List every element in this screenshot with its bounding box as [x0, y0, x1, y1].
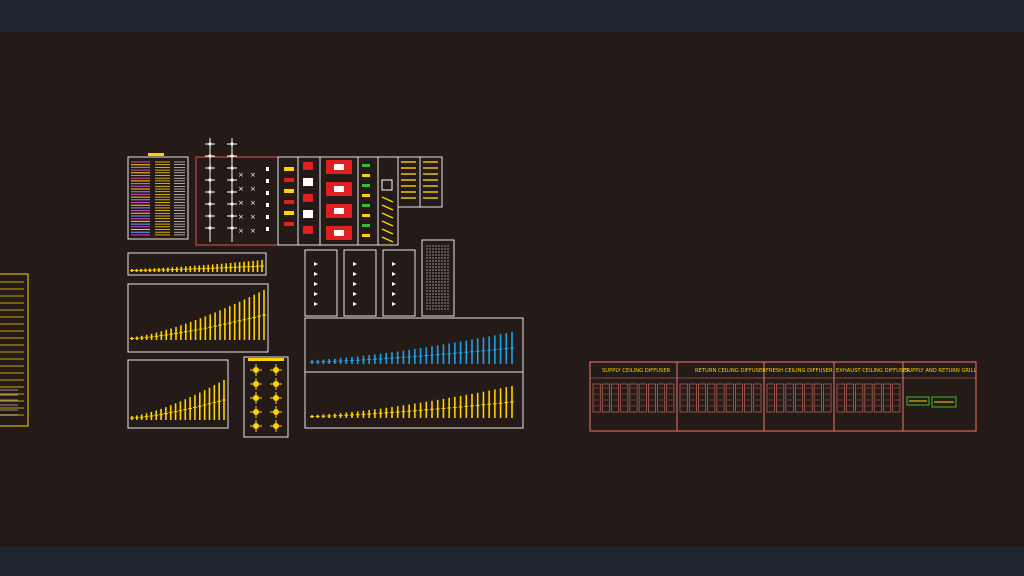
- svg-text:×: ×: [238, 213, 244, 221]
- svg-text:×: ×: [238, 171, 244, 179]
- small-detail-boxes: [304, 239, 455, 317]
- schedule-header-fresh: FRESH CEILING DIFFUSER: [766, 368, 833, 374]
- model-space-background: [0, 32, 1024, 547]
- svg-text:×: ×: [250, 227, 256, 235]
- cad-drawing-canvas[interactable]: × × × × × × × × × ×: [0, 32, 1024, 547]
- svg-text:×: ×: [238, 199, 244, 207]
- detail-ramp-1: [127, 283, 269, 353]
- svg-text:×: ×: [250, 213, 256, 221]
- schedule-header-grill: SUPPLY AND RETURN GRILL: [905, 368, 976, 374]
- grill-symbol-1: [906, 396, 930, 406]
- svg-text:×: ×: [250, 199, 256, 207]
- left-title-sheet: [0, 273, 29, 427]
- svg-text:×: ×: [238, 227, 244, 235]
- symbol-legend-block: × × × × × × × × × ×: [127, 138, 443, 246]
- cad-drawing: × × × × × × × × × ×: [0, 32, 1024, 547]
- detail-double-panel: [304, 317, 524, 429]
- schedule-header-exhaust: EXHAUST CEILING DIFFUSER: [836, 368, 910, 374]
- svg-text:×: ×: [250, 171, 256, 179]
- svg-text:×: ×: [250, 185, 256, 193]
- fixture-grid-panel: [243, 356, 289, 438]
- grill-symbol-2: [931, 396, 957, 408]
- detail-strip: [127, 252, 267, 276]
- schedule-header-supply: SUPPLY CEILING DIFFUSER: [602, 368, 671, 374]
- status-bar: [0, 547, 1024, 576]
- schedule-header-return: RETURN CEILING DIFFUSER: [695, 368, 766, 374]
- svg-text:×: ×: [238, 185, 244, 193]
- top-toolbar: [0, 0, 1024, 32]
- diffuser-schedule: SUPPLY CEILING DIFFUSER RETURN CEILING D…: [589, 361, 977, 432]
- detail-ramp-2: [127, 359, 229, 429]
